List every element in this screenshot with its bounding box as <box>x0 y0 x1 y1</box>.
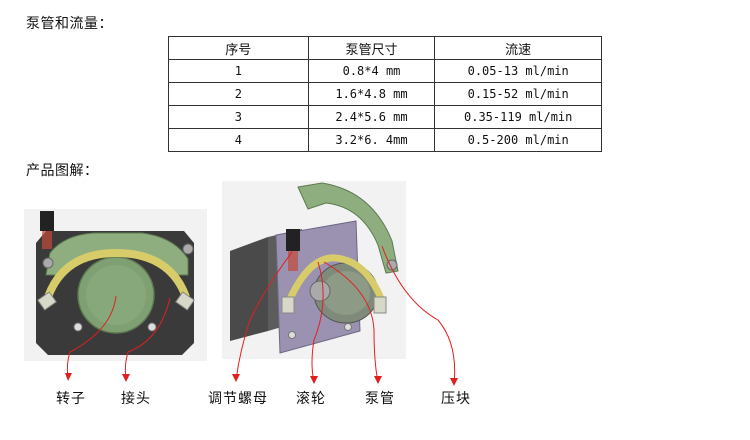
callout-line-pump-tube <box>323 261 379 383</box>
cell-flow-rate: 0.5-200 ml/min <box>434 128 602 152</box>
pump-perspective-view-image <box>222 181 406 359</box>
pump-flow-table: 序号 泵管尺寸 流速 1 0.8*4 mm 0.05-13 ml/min 2 1… <box>168 36 602 152</box>
table-header-row: 序号 泵管尺寸 流速 <box>168 36 602 60</box>
cell-tube-size: 0.8*4 mm <box>307 59 436 83</box>
section-heading-diagram: 产品图解： <box>26 163 99 179</box>
cell-flow-rate: 0.05-13 ml/min <box>434 59 602 83</box>
callout-line-rotor <box>66 295 117 379</box>
label-rotor: 转子 <box>56 391 86 407</box>
callout-line-pressure-block <box>381 245 456 385</box>
callout-line-roller <box>311 261 324 383</box>
label-pressure-block: 压块 <box>441 391 471 407</box>
callout-line-adjusting-nut <box>235 251 293 381</box>
column-header-index: 序号 <box>168 36 309 60</box>
cell-tube-size: 1.6*4.8 mm <box>307 82 436 106</box>
table-row: 4 3.2*6. 4mm 0.5-200 ml/min <box>168 128 602 152</box>
section-heading-pump-flow: 泵管和流量： <box>26 16 113 32</box>
table-row: 1 0.8*4 mm 0.05-13 ml/min <box>168 59 602 83</box>
pump-front-view-image <box>24 209 207 361</box>
table-row: 3 2.4*5.6 mm 0.35-119 ml/min <box>168 105 602 129</box>
callout-line-joint <box>124 297 171 381</box>
label-roller: 滚轮 <box>296 391 326 407</box>
cell-tube-size: 3.2*6. 4mm <box>307 128 436 152</box>
cell-flow-rate: 0.35-119 ml/min <box>434 105 602 129</box>
cell-index: 2 <box>168 82 309 106</box>
label-pump-tube: 泵管 <box>365 391 395 407</box>
label-adjusting-nut: 调节螺母 <box>208 391 268 407</box>
cell-tube-size: 2.4*5.6 mm <box>307 105 436 129</box>
column-header-flow-rate: 流速 <box>434 36 602 60</box>
table-row: 2 1.6*4.8 mm 0.15-52 ml/min <box>168 82 602 106</box>
label-joint: 接头 <box>121 391 151 407</box>
